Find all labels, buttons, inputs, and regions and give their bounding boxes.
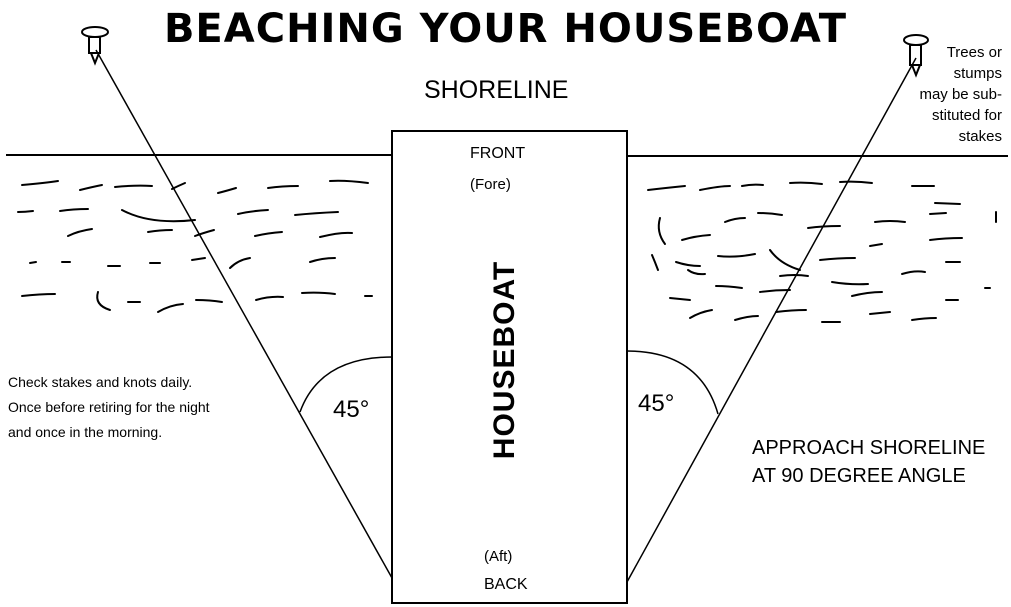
mooring-line-left [95, 49, 393, 579]
front-label: FRONT [470, 145, 526, 162]
trees-note-line: may be sub- [919, 86, 1002, 103]
angle-arc-right [626, 350, 719, 415]
check-note: Check stakes and knots daily. Once befor… [8, 370, 210, 445]
check-note-line: Check stakes and knots daily. [8, 374, 193, 390]
angle-label-right: 45° [638, 390, 675, 417]
diagram-title: BEACHING YOUR HOUSEBOAT [163, 6, 848, 52]
fore-label: (Fore) [470, 176, 511, 193]
approach-note: APPROACH SHORELINE AT 90 DEGREE ANGLE [752, 434, 985, 490]
trees-note-line: Trees or [946, 44, 1002, 61]
angle-arc-left [299, 356, 393, 413]
check-note-line: Once before retiring for the night [8, 399, 210, 415]
trees-note-line: stituted for [931, 107, 1002, 124]
shoreline-label: SHORELINE [424, 76, 569, 104]
angle-label-left: 45° [333, 396, 370, 423]
check-note-line: and once in the morning. [8, 424, 163, 440]
water-texture-left [17, 179, 373, 313]
trees-note: Trees or stumps may be sub- stituted for… [882, 42, 1002, 147]
houseboat-label: HOUSEBOAT [488, 260, 521, 460]
approach-note-line: APPROACH SHORELINE [752, 437, 986, 459]
trees-note-line: stumps [953, 65, 1002, 82]
water-texture-right [647, 180, 997, 323]
stake-icon [81, 26, 109, 66]
trees-note-line: stakes [958, 128, 1002, 145]
houseboat-rect [391, 130, 628, 604]
aft-label: (Aft) [484, 548, 513, 565]
stake-icon [903, 34, 929, 78]
back-label: BACK [484, 576, 528, 593]
mooring-line-right [626, 57, 917, 583]
approach-note-line: AT 90 DEGREE ANGLE [752, 465, 966, 487]
